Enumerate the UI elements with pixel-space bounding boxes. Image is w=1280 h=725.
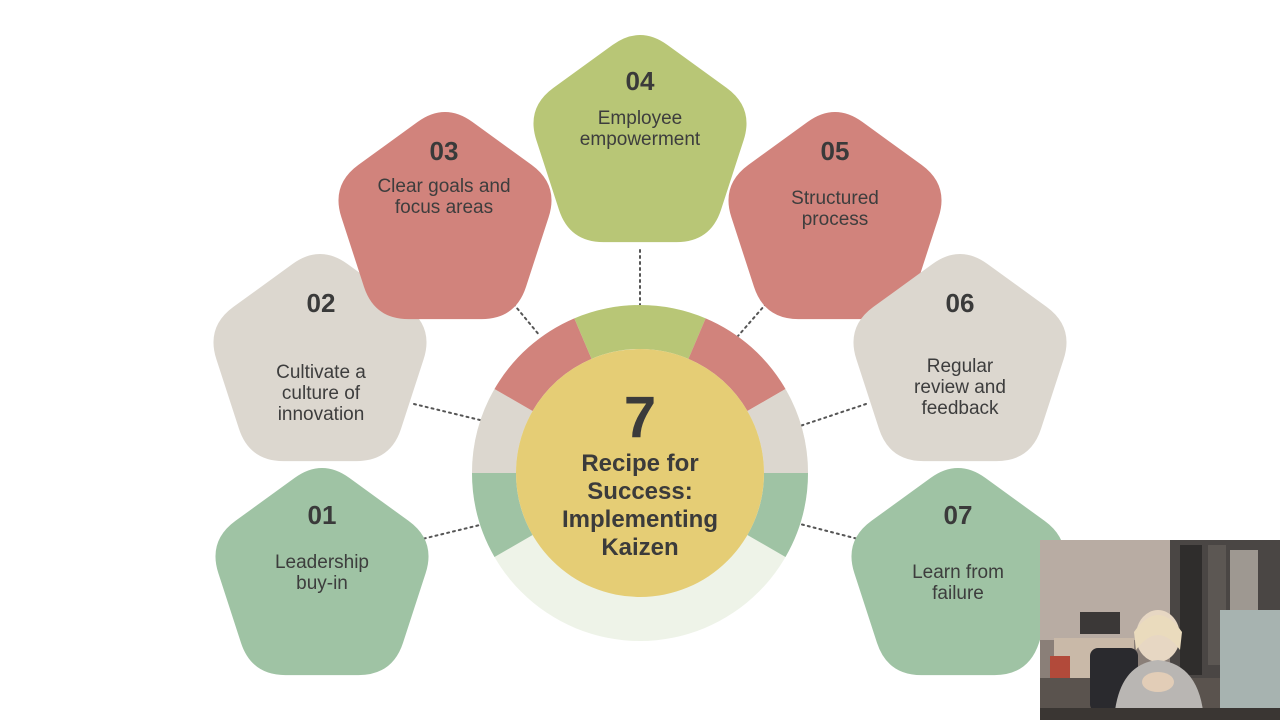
center-title: Recipe for Success: Implementing Kaizen xyxy=(561,450,718,561)
webcam-overlay xyxy=(1040,540,1280,720)
connector-line-05 xyxy=(737,289,779,337)
step-pentagon-01 xyxy=(215,467,429,676)
webcam-feed-image xyxy=(1040,540,1280,720)
step-pentagon-07 xyxy=(851,467,1065,676)
center-ring xyxy=(472,305,808,641)
connector-line-01 xyxy=(417,523,485,541)
step-pentagon-02 xyxy=(213,253,427,462)
connector-lines xyxy=(413,249,867,541)
ring-segment-03 xyxy=(494,318,592,411)
step-pentagon-03 xyxy=(338,111,552,320)
ring-segment-04 xyxy=(574,305,706,359)
ring-segment-01 xyxy=(472,473,533,557)
center-circle xyxy=(516,349,764,597)
ring-segment-05 xyxy=(688,318,786,411)
step-pentagon-06 xyxy=(853,253,1067,462)
ring-segment-02 xyxy=(472,389,533,473)
step-pentagon-05 xyxy=(728,111,942,320)
connector-line-07 xyxy=(799,523,863,541)
connector-line-02 xyxy=(413,403,481,421)
connector-line-06 xyxy=(799,403,867,427)
center-label: 7 Recipe for Success: Implementing Kaize… xyxy=(520,388,760,562)
step-pentagon-04 xyxy=(533,34,747,243)
step-pentagons xyxy=(213,34,1067,676)
center-number: 7 xyxy=(623,385,657,450)
ring-segment-07 xyxy=(747,473,808,557)
ring-segment-06 xyxy=(747,389,808,473)
connector-line-03 xyxy=(501,289,541,337)
